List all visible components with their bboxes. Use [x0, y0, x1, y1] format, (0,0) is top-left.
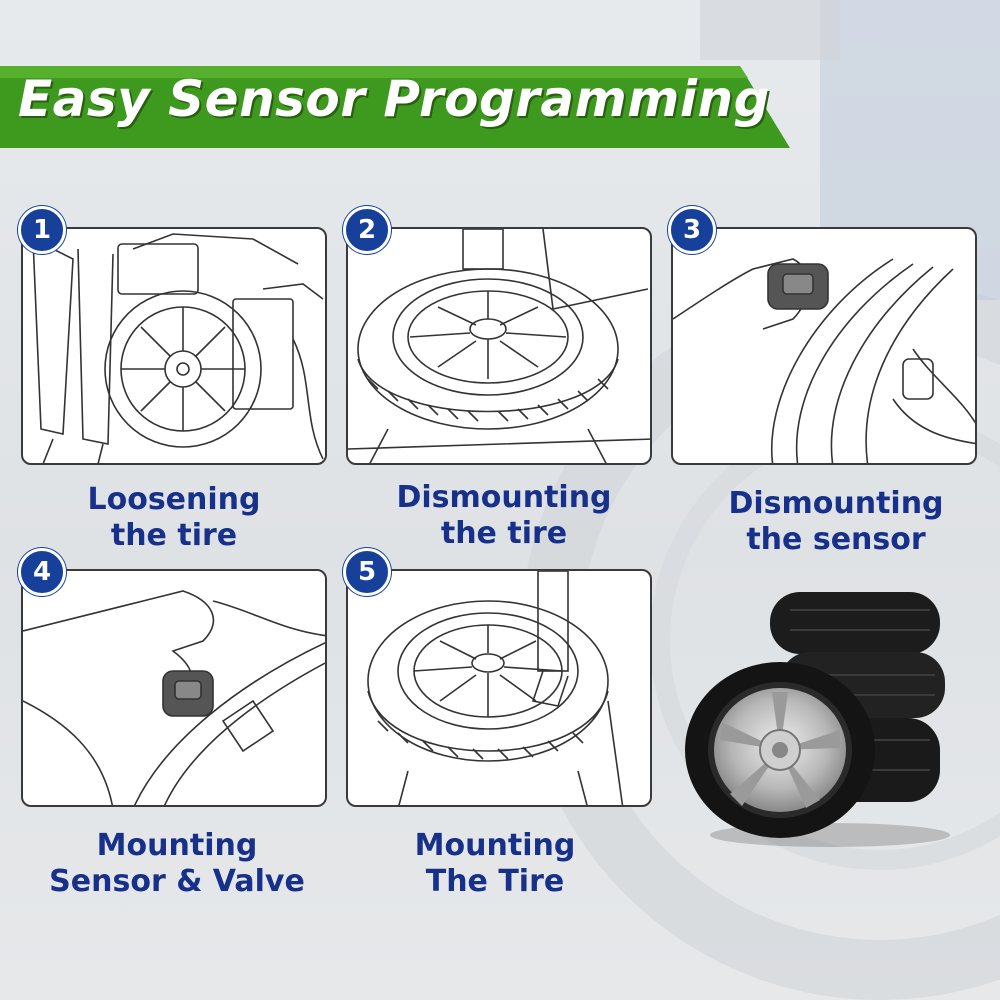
step-2-caption-line1: Dismounting [396, 480, 612, 515]
page-title: Easy Sensor Programming [18, 70, 770, 128]
title-banner [0, 66, 790, 148]
step-5-caption: Mounting The Tire [335, 828, 655, 900]
step-3-caption-line1: Dismounting [728, 486, 944, 521]
step-2-caption: Dismounting the tire [344, 480, 664, 552]
step-1-caption-line2: the tire [110, 518, 238, 553]
step-3-panel [671, 227, 977, 465]
step-5-badge: 5 [343, 548, 391, 596]
step-1-badge: 1 [18, 206, 66, 254]
step-2-caption-line2: the tire [440, 516, 568, 551]
step-3-caption-line2: the sensor [746, 522, 926, 557]
step-3-badge: 3 [668, 206, 716, 254]
step-3-caption: Dismounting the sensor [676, 486, 996, 558]
step-4-caption: Mounting Sensor & Valve [17, 828, 337, 900]
step-5-panel [346, 569, 652, 807]
tire-on-machine-illustration [348, 229, 650, 463]
step-2-badge: 2 [343, 206, 391, 254]
tire-changer-illustration [32, 233, 324, 463]
step-4-caption-line1: Mounting [96, 828, 258, 863]
sensor-removal-illustration [673, 258, 975, 463]
step-5-caption-line2: The Tire [425, 864, 565, 899]
step-4-badge: 4 [18, 548, 66, 596]
step-5-caption-line1: Mounting [414, 828, 576, 863]
step-4-caption-line2: Sensor & Valve [49, 864, 305, 899]
step-1-caption: Loosening the tire [14, 482, 334, 554]
step-2-panel [346, 227, 652, 465]
sensor-mount-illustration [23, 590, 325, 805]
step-1-caption-line1: Loosening [87, 482, 261, 517]
tire-stack-photo [685, 592, 950, 847]
step-4-panel [21, 569, 327, 807]
step-1-panel [21, 227, 327, 465]
tire-mount-illustration [367, 571, 624, 805]
